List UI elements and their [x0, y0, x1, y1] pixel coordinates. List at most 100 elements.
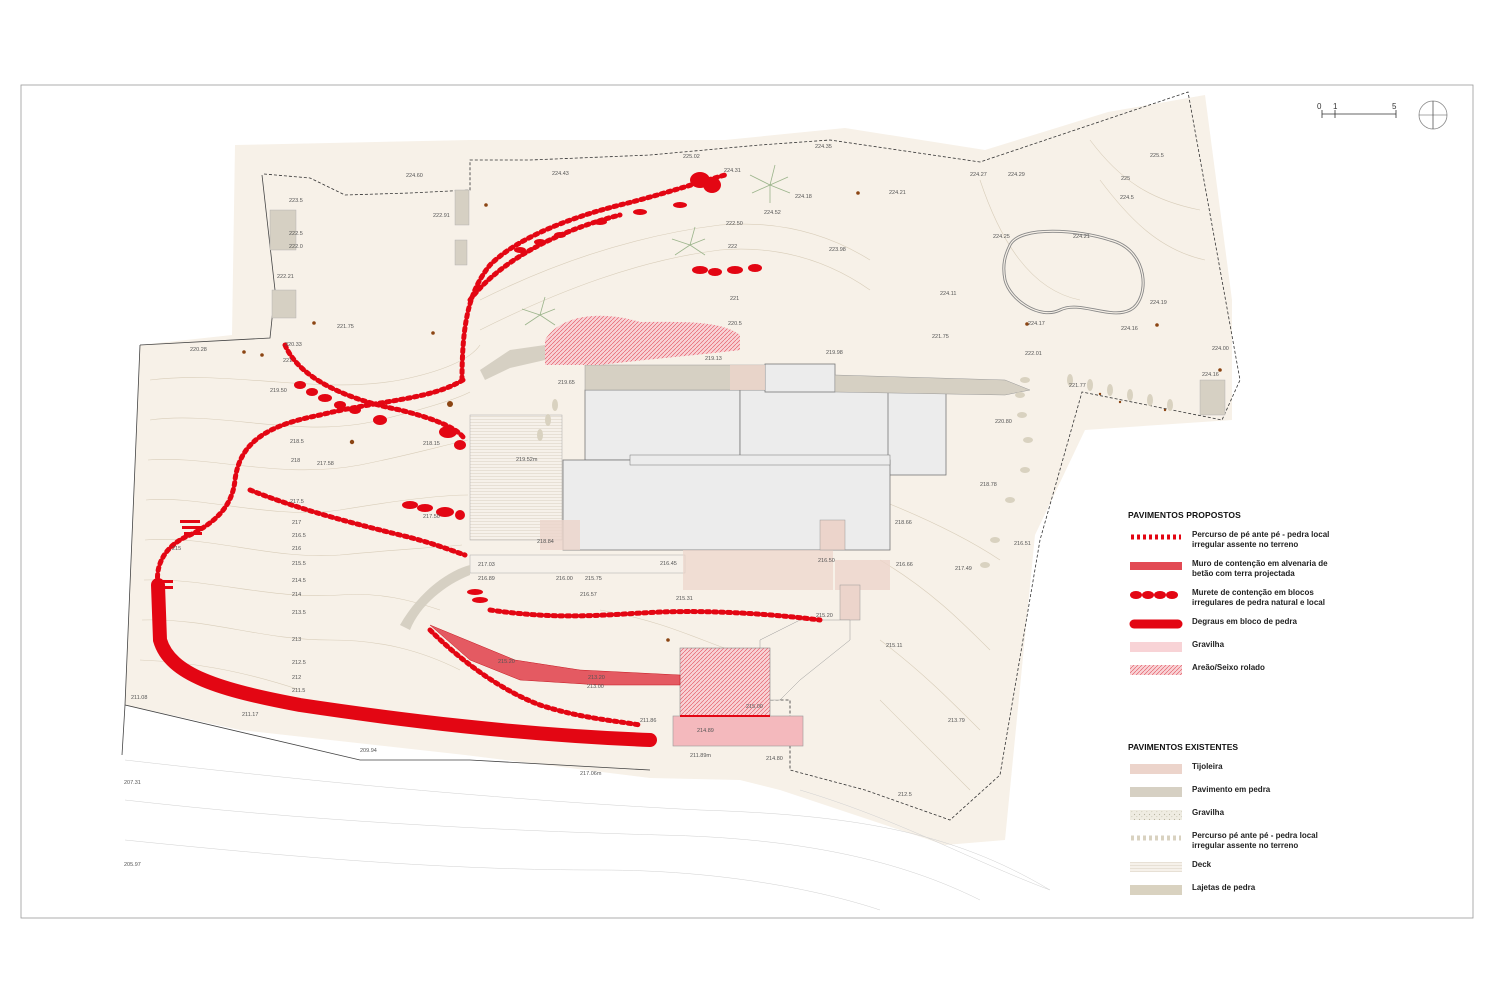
- scale-tick-5: 5: [1392, 102, 1397, 111]
- level-label: 221: [283, 358, 292, 364]
- tile-area-2: [540, 520, 580, 550]
- level-label: 223.5: [289, 198, 303, 204]
- tile-area-4: [730, 365, 765, 390]
- level-label: 213: [292, 637, 301, 643]
- level-label: 222.0: [289, 244, 303, 250]
- level-label: 225.5: [1150, 153, 1164, 159]
- lower-terrain: [124, 759, 1051, 911]
- west-boundary: [121, 344, 141, 756]
- level-label: 224.21: [1073, 234, 1090, 240]
- legend-label: Gravilha: [1192, 808, 1225, 817]
- level-label: 224.18: [795, 194, 812, 200]
- legend-item: Lajetas de pedra: [1128, 883, 1378, 897]
- level-label: 215.5: [292, 561, 306, 567]
- legend-label: Muro de contenção em alvenaria de betão …: [1192, 559, 1328, 578]
- level-label: 224.21: [889, 190, 906, 196]
- level-label: 211.86: [640, 718, 656, 724]
- level-label: 224.25: [993, 234, 1010, 240]
- level-label: 222: [728, 244, 737, 250]
- level-label: 224.16: [1202, 372, 1219, 378]
- tree-markers: [242, 191, 1222, 642]
- level-label: 221.75: [337, 324, 354, 330]
- level-label: 215.75: [585, 576, 602, 582]
- level-label: 224.60: [406, 173, 423, 179]
- level-label: 223.98: [829, 247, 846, 253]
- level-label: 212.5: [898, 792, 912, 798]
- level-label: 224.52: [764, 210, 781, 216]
- legend-label: Tijoleira: [1192, 762, 1223, 771]
- level-label: 217.03: [478, 562, 495, 568]
- level-label: 214.5: [292, 578, 306, 584]
- deck-strip: [469, 554, 686, 574]
- level-label: 218.15: [423, 441, 440, 447]
- legend-label: Percurso pé ante pé - pedra local irregu…: [1192, 831, 1318, 850]
- building-volume-6: [629, 454, 891, 466]
- legend-item: Percurso pé ante pé - pedra local irregu…: [1128, 831, 1378, 851]
- level-label: 219.50: [270, 388, 287, 394]
- level-label: 224.27: [970, 172, 987, 178]
- legend-label: Degraus em bloco de pedra: [1192, 617, 1297, 626]
- level-label: 216.50: [818, 558, 835, 564]
- level-label: 224.00: [1212, 346, 1229, 352]
- level-label: 216.89: [478, 576, 495, 582]
- building-volume-3: [887, 389, 947, 476]
- level-label: 222.50: [726, 221, 743, 227]
- legend-label: Gravilha: [1192, 640, 1225, 649]
- deck-area: [469, 414, 563, 541]
- level-label: 219.52m: [516, 457, 538, 463]
- level-label: 220.5: [728, 321, 742, 327]
- level-label: 217.50: [423, 514, 440, 520]
- red-band-swatch-icon: [1130, 562, 1182, 570]
- level-label: 222.91: [433, 213, 450, 219]
- level-label: 209.94: [360, 748, 377, 754]
- legend-item: Deck: [1128, 860, 1378, 874]
- legend-label: Pavimento em pedra: [1192, 785, 1271, 794]
- level-label: 224.35: [815, 144, 832, 150]
- building-volume-2: [739, 389, 891, 461]
- north-arrow-icon: [1418, 100, 1448, 130]
- level-label: 224.29: [1008, 172, 1025, 178]
- legend-item: Gravilha: [1128, 808, 1378, 822]
- legend-item: Percurso de pé ante pé - pedra local irr…: [1128, 530, 1378, 550]
- level-label: 224.19: [1150, 300, 1167, 306]
- level-label: 218: [291, 458, 300, 464]
- level-label: 214.89: [697, 728, 714, 734]
- palm-trees: [521, 164, 791, 326]
- building-volume-1: [584, 389, 741, 461]
- level-label: 216: [292, 546, 301, 552]
- level-label: 219.98: [826, 350, 843, 356]
- blob-red-swatch-icon: [1130, 591, 1178, 599]
- level-label: 219.13: [705, 356, 722, 362]
- level-label: 214.80: [766, 756, 783, 762]
- level-label: 212.5: [292, 660, 306, 666]
- level-label: 215.20: [816, 613, 833, 619]
- level-label: 211.08: [131, 695, 147, 701]
- existing-footpath-stones: [537, 374, 1173, 568]
- level-label: 217.58: [317, 461, 334, 467]
- legend-item: Tijoleira: [1128, 762, 1378, 776]
- level-label: 220.33: [285, 342, 302, 348]
- level-label: 213.5: [292, 610, 306, 616]
- level-label: 224.11: [940, 291, 956, 297]
- hatch-pink-swatch-icon: [1130, 665, 1182, 675]
- lower-terrace: [672, 715, 804, 747]
- level-label: 218.66: [895, 520, 912, 526]
- level-label: 224.17: [1028, 321, 1045, 327]
- light-pink-swatch-icon: [1130, 642, 1182, 652]
- stone-steps-path: [151, 578, 657, 747]
- level-label: 217: [292, 520, 301, 526]
- level-label: 217.06m: [580, 771, 602, 777]
- level-label: 205.97: [124, 862, 141, 868]
- stone-swatch-icon: [1130, 787, 1182, 797]
- level-label: 212: [292, 675, 301, 681]
- legend-item: Areão/Seixo rolado: [1128, 663, 1378, 677]
- murete-blocks: [294, 172, 762, 603]
- level-label: 225: [1121, 176, 1130, 182]
- gravel-strip: [400, 565, 470, 630]
- legend-item: Pavimento em pedra: [1128, 785, 1378, 799]
- level-label: 214: [292, 592, 301, 598]
- dashed-beige-swatch-icon: [1131, 835, 1181, 841]
- contour-lines: [139, 139, 1206, 791]
- level-label: 216.66: [896, 562, 913, 568]
